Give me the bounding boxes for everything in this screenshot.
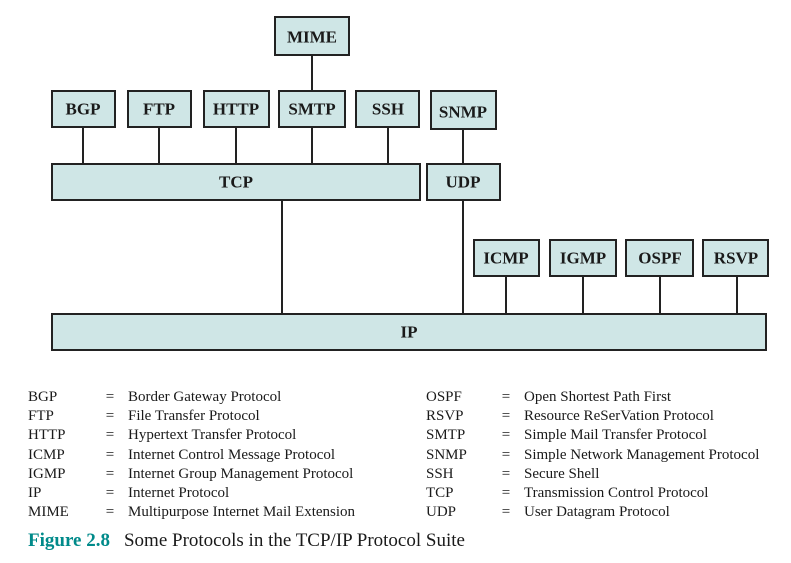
figure-title: Some Protocols in the TCP/IP Protocol Su…: [123, 530, 465, 551]
node-udp: UDP: [426, 163, 501, 201]
legend-fullname: Open Shortest Path First: [524, 389, 672, 405]
legend-abbr: TCP: [426, 485, 454, 502]
legend-fullname: Internet Group Management Protocol: [128, 465, 354, 482]
node-rsvp-label: RSVP: [714, 249, 758, 268]
figure-caption: Figure 2.8 Some Protocols in the TCP/IP P…: [28, 530, 465, 552]
legend-abbr: SSH: [426, 465, 454, 482]
protocol-diagram: MIME BGP FTP HTTP SMTP SSH SNMP TCP UDP …: [51, 16, 769, 351]
legend-row: SMTP = Simple Mail Transfer Protocol: [426, 426, 759, 445]
node-igmp: IGMP: [549, 239, 617, 277]
legend-row: TCP = Transmission Control Protocol: [426, 484, 759, 503]
legend-abbr: HTTP: [28, 427, 66, 444]
legend-fullname: Simple Network Management Protocol: [524, 446, 760, 463]
node-ssh: SSH: [355, 90, 420, 128]
legend-row: HTTP = Hypertext Transfer Protocol: [28, 426, 355, 445]
node-icmp-label: ICMP: [483, 249, 528, 268]
node-mime: MIME: [274, 16, 350, 56]
figure-number: Figure 2.8: [28, 530, 110, 551]
legend-equals: =: [501, 446, 511, 463]
legend-equals: =: [105, 446, 115, 463]
legend-equals: =: [501, 427, 511, 444]
node-ftp: FTP: [127, 90, 192, 128]
legend-row: MIME = Multipurpose Internet Mail Extensio…: [28, 503, 355, 522]
legend-equals: =: [105, 485, 115, 502]
legend-abbr: IP: [28, 485, 42, 502]
legend-equals: =: [501, 504, 511, 521]
legend-fullname: Simple Mail Transfer Protocol: [524, 427, 707, 444]
node-http-label: HTTP: [213, 100, 259, 119]
legend-row: IGMP = Internet Group Management Protocol: [28, 465, 355, 484]
legend-equals: =: [501, 408, 511, 425]
node-ssh-label: SSH: [372, 100, 404, 119]
node-ftp-label: FTP: [143, 100, 175, 119]
legend-row: SSH = Secure Shell: [426, 465, 759, 484]
node-bgp-label: BGP: [66, 100, 101, 119]
node-ip: IP: [51, 313, 767, 351]
node-tcp: TCP: [51, 163, 421, 201]
legend-fullname: Transmission Control Protocol: [524, 485, 709, 502]
node-rsvp: RSVP: [702, 239, 769, 277]
legend-equals: =: [105, 465, 115, 482]
legend-fullname: Secure Shell: [524, 465, 600, 482]
legend-equals: =: [105, 408, 115, 425]
legend-fullname: Hypertext Transfer Protocol: [128, 427, 297, 444]
legend-right-column: OSPF = Open Shortest Path First RSVP = Resou…: [426, 388, 759, 522]
connectors: [82, 55, 738, 314]
legend-row: RSVP = Resource ReSerVation Protocol: [426, 407, 759, 426]
legend-fullname: File Transfer Protocol: [128, 408, 260, 425]
legend-equals: =: [105, 427, 115, 444]
node-udp-label: UDP: [446, 173, 481, 192]
legend-row: IP = Internet Protocol: [28, 484, 355, 503]
legend-equals: =: [105, 389, 115, 405]
legend-fullname: User Datagram Protocol: [524, 504, 670, 521]
legend-abbr: SMTP: [426, 427, 466, 444]
node-ip-label: IP: [401, 323, 418, 342]
legend-fullname: Resource ReSerVation Protocol: [524, 408, 714, 425]
node-tcp-label: TCP: [219, 173, 253, 192]
node-smtp: SMTP: [278, 90, 346, 128]
legend-equals: =: [105, 504, 115, 521]
node-mime-label: MIME: [287, 28, 337, 47]
legend-abbr: SNMP: [426, 446, 467, 463]
legend-fullname: Internet Control Message Protocol: [128, 446, 336, 463]
legend-row: BGP = Border Gateway Protocol: [28, 388, 355, 407]
legend-row: UDP = User Datagram Protocol: [426, 503, 759, 522]
node-icmp: ICMP: [473, 239, 540, 277]
legend-row: ICMP = Internet Control Message Protocol: [28, 446, 355, 465]
legend-abbr: ICMP: [28, 446, 65, 463]
legend-abbr: UDP: [426, 504, 457, 521]
legend-left-column: BGP = Border Gateway Protocol FTP = File Tra…: [28, 388, 355, 522]
legend-fullname: Internet Protocol: [128, 485, 230, 502]
legend-abbr: OSPF: [426, 389, 462, 405]
legend-abbr: IGMP: [28, 465, 66, 482]
node-snmp-label: SNMP: [439, 103, 487, 122]
node-igmp-label: IGMP: [560, 249, 606, 268]
legend-equals: =: [501, 485, 511, 502]
node-snmp: SNMP: [430, 90, 497, 130]
legend-row: SNMP = Simple Network Management Protocol: [426, 446, 759, 465]
legend-abbr: MIME: [28, 504, 69, 521]
legend-equals: =: [501, 389, 511, 405]
node-smtp-label: SMTP: [288, 100, 335, 119]
node-ospf-label: OSPF: [638, 249, 681, 268]
node-ospf: OSPF: [625, 239, 694, 277]
legend-row: OSPF = Open Shortest Path First: [426, 388, 759, 407]
node-http: HTTP: [203, 90, 270, 128]
legend-abbr: RSVP: [426, 408, 464, 425]
node-bgp: BGP: [51, 90, 116, 128]
legend-abbr: FTP: [28, 408, 54, 425]
legend-equals: =: [501, 465, 511, 482]
legend-abbr: BGP: [28, 389, 58, 405]
legend-fullname: Border Gateway Protocol: [128, 389, 282, 405]
legend-fullname: Multipurpose Internet Mail Extension: [128, 504, 356, 521]
legend-row: FTP = File Transfer Protocol: [28, 407, 355, 426]
